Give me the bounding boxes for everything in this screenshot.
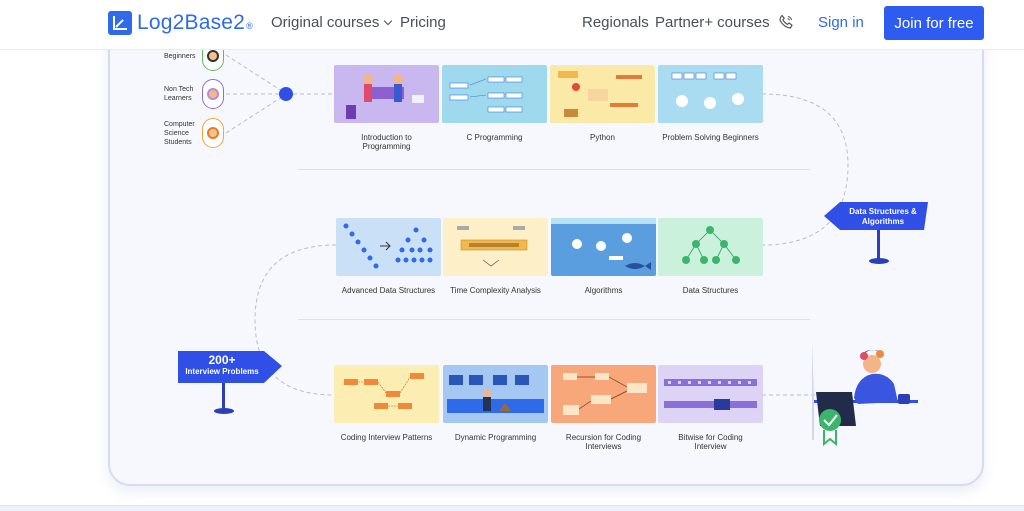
course-title: Dynamic Programming	[454, 433, 537, 442]
course-python[interactable]: Python	[550, 65, 655, 142]
course-title: Python	[590, 133, 615, 142]
coder-illustration-icon	[812, 340, 918, 447]
course-thumbnail	[334, 65, 439, 123]
learner-non-tech: Non Tech Learners	[164, 79, 224, 109]
sign-line: 200+	[208, 353, 236, 367]
registered-mark: ®	[246, 21, 253, 31]
course-title: Advanced Data Structures	[341, 286, 436, 295]
course-advanced-data-structures[interactable]: Advanced Data Structures	[336, 218, 441, 295]
course-thumbnail	[658, 65, 763, 123]
course-thumbnail	[551, 218, 656, 276]
nav-original-courses[interactable]: Original courses	[271, 14, 393, 31]
sign-label: 200+ Interview Problems	[178, 354, 266, 377]
course-title: Bitwise for Coding Interview	[678, 433, 743, 451]
course-title: Coding Interview Patterns	[340, 433, 433, 442]
join-for-free-button[interactable]: Join for free	[884, 6, 984, 40]
course-title: Introduction to Programming	[361, 133, 412, 151]
nav-partner-courses[interactable]: Partner+ courses	[655, 14, 770, 31]
course-thumbnail	[443, 365, 548, 423]
brand-name: Log2Base2	[137, 11, 246, 34]
learner-label: Non Tech Learners	[164, 86, 194, 102]
course-algorithms[interactable]: Algorithms	[551, 218, 656, 295]
learner-label: Computer Science Students	[164, 120, 195, 146]
course-problem-solving-beginners[interactable]: Problem Solving Beginners	[658, 65, 763, 142]
course-title: Data Structures	[682, 286, 739, 295]
learner-label: Beginners	[164, 52, 196, 60]
course-thumbnail	[658, 218, 763, 276]
phone-icon[interactable]	[778, 14, 794, 30]
course-bitwise-for-coding-interview[interactable]: Bitwise for Coding Interview	[658, 365, 763, 451]
non-tech-avatar-icon	[202, 79, 224, 109]
course-dynamic-programming[interactable]: Dynamic Programming	[443, 365, 548, 442]
sign-in-link[interactable]: Sign in	[818, 14, 864, 31]
sign-line: Interview Problems	[185, 367, 259, 376]
course-thumbnail	[550, 65, 655, 123]
course-title: Time Complexity Analysis	[450, 286, 541, 295]
course-thumbnail	[442, 65, 547, 123]
cs-student-avatar-icon	[202, 118, 224, 148]
sign-data-structures-algorithms: Data Structures & Algorithms	[824, 199, 928, 267]
learner-cs-students: Computer Science Students	[164, 118, 224, 148]
course-time-complexity-analysis[interactable]: Time Complexity Analysis	[443, 218, 548, 295]
course-thumbnail	[336, 218, 441, 276]
nav-pricing[interactable]: Pricing	[400, 14, 446, 31]
course-c-programming[interactable]: C Programming	[442, 65, 547, 142]
nav-original-courses-label: Original courses	[271, 14, 380, 31]
course-thumbnail	[443, 218, 548, 276]
course-thumbnail	[551, 365, 656, 423]
sign-line: Data Structures &	[849, 207, 917, 216]
course-title: C Programming	[466, 133, 523, 142]
page-bottom-band	[0, 505, 1024, 511]
sign-line: Algorithms	[861, 217, 905, 226]
course-introduction-to-programming[interactable]: Introduction to Programming	[334, 65, 439, 151]
course-thumbnail	[334, 365, 439, 423]
course-data-structures[interactable]: Data Structures	[658, 218, 763, 295]
site-header: Log2Base2 ® Original courses Pricing Reg…	[0, 0, 1024, 50]
course-title: Recursion for Coding Interviews	[565, 433, 642, 451]
course-coding-interview-patterns[interactable]: Coding Interview Patterns	[334, 365, 439, 442]
row-divider	[298, 169, 810, 170]
row-divider	[298, 319, 810, 320]
brand-logo[interactable]: Log2Base2 ®	[108, 11, 253, 35]
course-thumbnail	[658, 365, 763, 423]
chevron-down-icon	[384, 16, 393, 26]
course-title: Problem Solving Beginners	[662, 133, 759, 142]
nav-regionals[interactable]: Regionals	[582, 14, 649, 31]
sign-interview-problems: 200+ Interview Problems	[176, 349, 282, 415]
logo-icon	[108, 11, 132, 35]
course-title: Algorithms	[584, 286, 623, 295]
sign-label: Data Structures & Algorithms	[838, 207, 928, 227]
course-recursion-for-coding-interviews[interactable]: Recursion for Coding Interviews	[551, 365, 656, 451]
